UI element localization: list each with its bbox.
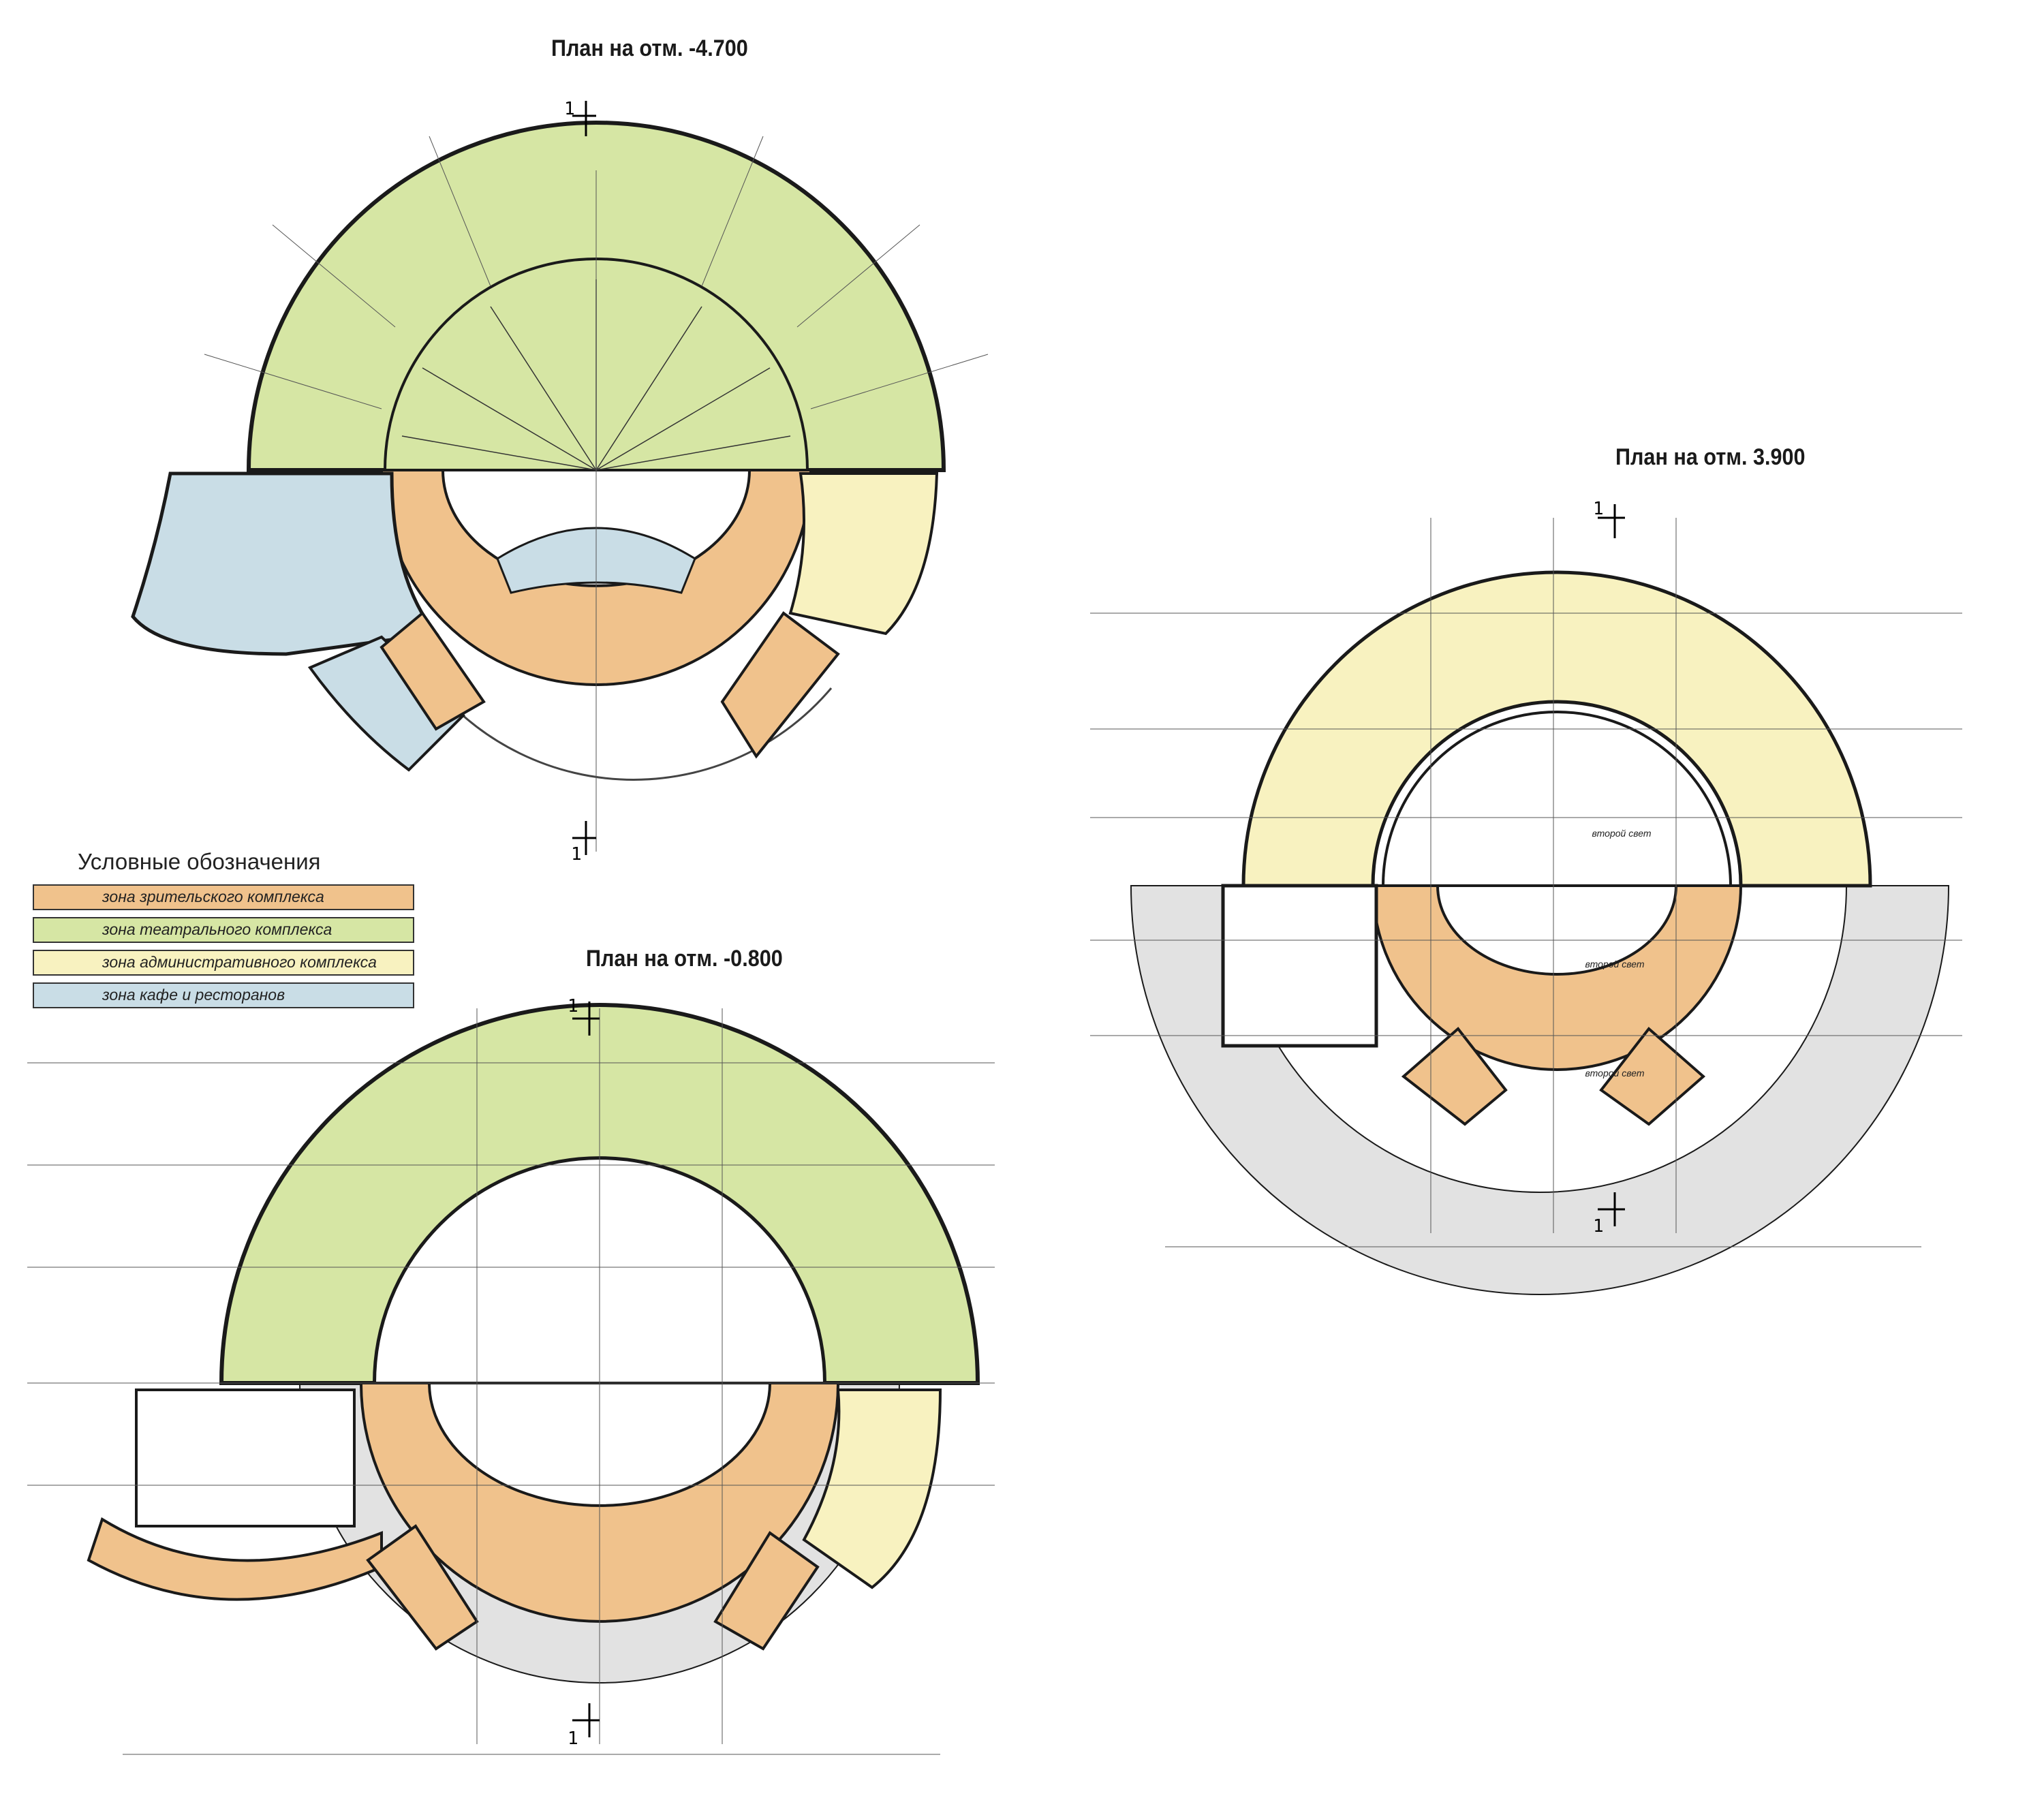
legend-swatch-theatre: зона театрального комплекса bbox=[33, 916, 414, 943]
section-mark-top: 1 bbox=[564, 99, 575, 119]
legend-item-cafe: зона кафе и ресторанов bbox=[33, 980, 455, 1010]
radial-fan bbox=[401, 279, 791, 471]
section-mark-bottom: 1 bbox=[571, 844, 582, 865]
inner-hall bbox=[1381, 711, 1733, 887]
legend-item-theatre: зона театрального комплекса bbox=[33, 914, 455, 945]
zone-spectator-side-left bbox=[380, 611, 486, 731]
zone-spectator bbox=[359, 1382, 840, 1623]
lobby-block bbox=[135, 1388, 356, 1527]
legend-item-admin: зона административного комплекса bbox=[33, 947, 455, 978]
zone-admin-ring bbox=[1241, 570, 1872, 888]
legend-item-spectator: зона зрительского комплекса bbox=[33, 882, 455, 912]
zone-spectator-wing bbox=[87, 1517, 383, 1601]
plan-title-minus-4700: План на отм. -4.700 bbox=[551, 35, 748, 61]
section-marks bbox=[572, 101, 596, 855]
plan-title-3900: План на отм. 3.900 bbox=[1615, 444, 1806, 470]
legend-label-theatre: зона театрального комплекса bbox=[102, 920, 332, 938]
plan-title-minus-0800: План на отм. -0.800 bbox=[586, 946, 783, 972]
legend-label-cafe: зона кафе и ресторанов bbox=[102, 986, 285, 1004]
axis-grid bbox=[27, 1008, 995, 1755]
left-block bbox=[1221, 884, 1378, 1048]
zone-admin bbox=[788, 472, 939, 636]
legend-swatch-spectator: зона зрительского комплекса bbox=[33, 884, 414, 910]
outer-terrace-arc bbox=[435, 687, 833, 781]
zone-spectator bbox=[1371, 884, 1743, 1071]
legend-title: Условные обозначения bbox=[78, 849, 321, 874]
section-marks bbox=[572, 1002, 600, 1737]
legend-swatch-admin: зона административного комплекса bbox=[33, 949, 414, 976]
zone-spectator-side-right bbox=[720, 611, 840, 759]
zone-cafe-wing bbox=[131, 471, 439, 656]
outer-terrace-zone bbox=[1130, 885, 1950, 1295]
legend-label-admin: зона административного комплекса bbox=[102, 953, 377, 971]
zone-spectator-side-right bbox=[1599, 1027, 1706, 1126]
room-label-second-light: второй свет bbox=[1585, 959, 1645, 969]
zone-spectator-side-left bbox=[1401, 1027, 1508, 1126]
axis-grid bbox=[1090, 518, 1962, 1247]
legend-swatch-cafe: зона кафе и ресторанов bbox=[33, 982, 414, 1008]
legend-label-spectator: зона зрительского комплекса bbox=[102, 888, 324, 905]
section-mark-bottom: 1 bbox=[1593, 1216, 1604, 1237]
legend: Условные обозначения зона зрительского к… bbox=[33, 849, 455, 1012]
plan-minus-4700 bbox=[131, 101, 989, 855]
zone-cafe-wing-lower bbox=[307, 635, 465, 772]
zone-admin bbox=[802, 1388, 942, 1589]
room-label-second-light: второй свет bbox=[1592, 828, 1652, 839]
room-label-second-light: второй свет bbox=[1585, 1068, 1645, 1079]
zone-spectator-side-right bbox=[713, 1531, 820, 1651]
plan-3900 bbox=[1090, 504, 1962, 1295]
axis-lines bbox=[204, 136, 989, 852]
section-mark-bottom: 1 bbox=[568, 1728, 578, 1749]
section-mark-top: 1 bbox=[1593, 499, 1604, 519]
section-marks bbox=[1598, 504, 1625, 1226]
plan-minus-0800 bbox=[27, 1002, 995, 1755]
section-mark-top: 1 bbox=[568, 996, 578, 1017]
